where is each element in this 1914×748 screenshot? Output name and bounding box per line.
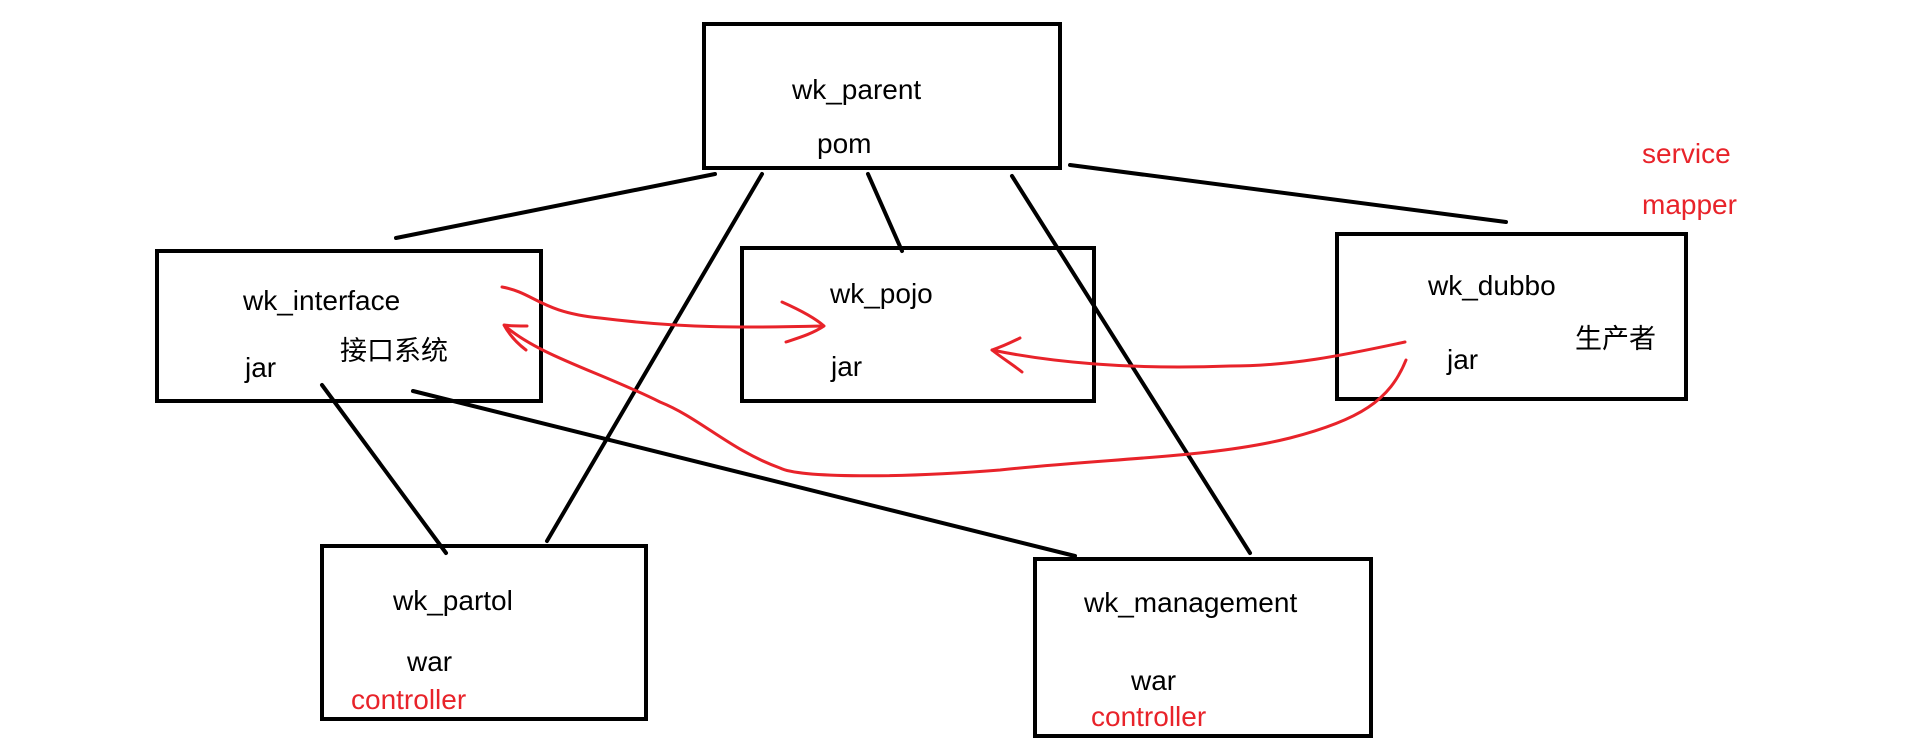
box-wk-partol <box>320 544 648 721</box>
interface-name: wk_interface <box>243 285 401 316</box>
parent-packaging: pom <box>817 128 872 159</box>
arrow-dubbo-to-interface-head <box>502 323 529 352</box>
link-interface-management <box>411 389 1077 558</box>
interface-note: 接口系统 <box>340 336 448 367</box>
arrow-dubbo-to-pojo-head <box>990 336 1024 374</box>
partol-layer: controller <box>351 684 467 715</box>
pojo-name: wk_pojo <box>830 278 933 309</box>
dubbo-layer-service: service <box>1642 138 1731 169</box>
parent-name: wk_parent <box>792 74 922 105</box>
arrow-dubbo-to-interface <box>503 324 1408 478</box>
management-name: wk_management <box>1084 587 1298 618</box>
interface-packaging: jar <box>245 352 277 383</box>
box-wk-parent <box>702 22 1062 170</box>
box-wk-interface <box>155 249 543 403</box>
partol-packaging: war <box>407 646 453 677</box>
link-parent-dubbo <box>1068 163 1508 224</box>
link-parent-interface <box>394 172 717 240</box>
management-layer: controller <box>1091 701 1207 732</box>
management-packaging: war <box>1131 665 1177 696</box>
link-parent-pojo <box>866 172 904 253</box>
dubbo-name: wk_dubbo <box>1428 270 1556 301</box>
box-wk-management <box>1033 557 1373 738</box>
link-parent-partol <box>545 172 764 543</box>
dubbo-note: 生产者 <box>1575 324 1656 355</box>
arrow-dubbo-to-pojo <box>990 340 1407 369</box>
arrow-interface-to-pojo-head <box>780 300 826 344</box>
partol-name: wk_partol <box>393 585 513 616</box>
box-wk-dubbo <box>1335 232 1688 401</box>
link-interface-partol <box>320 383 448 555</box>
link-parent-management <box>1010 174 1252 555</box>
dubbo-packaging: jar <box>1447 344 1479 375</box>
box-wk-pojo <box>740 246 1096 403</box>
dubbo-layer-mapper: mapper <box>1642 189 1737 220</box>
pojo-packaging: jar <box>831 351 863 382</box>
arrow-interface-to-pojo <box>500 285 824 329</box>
